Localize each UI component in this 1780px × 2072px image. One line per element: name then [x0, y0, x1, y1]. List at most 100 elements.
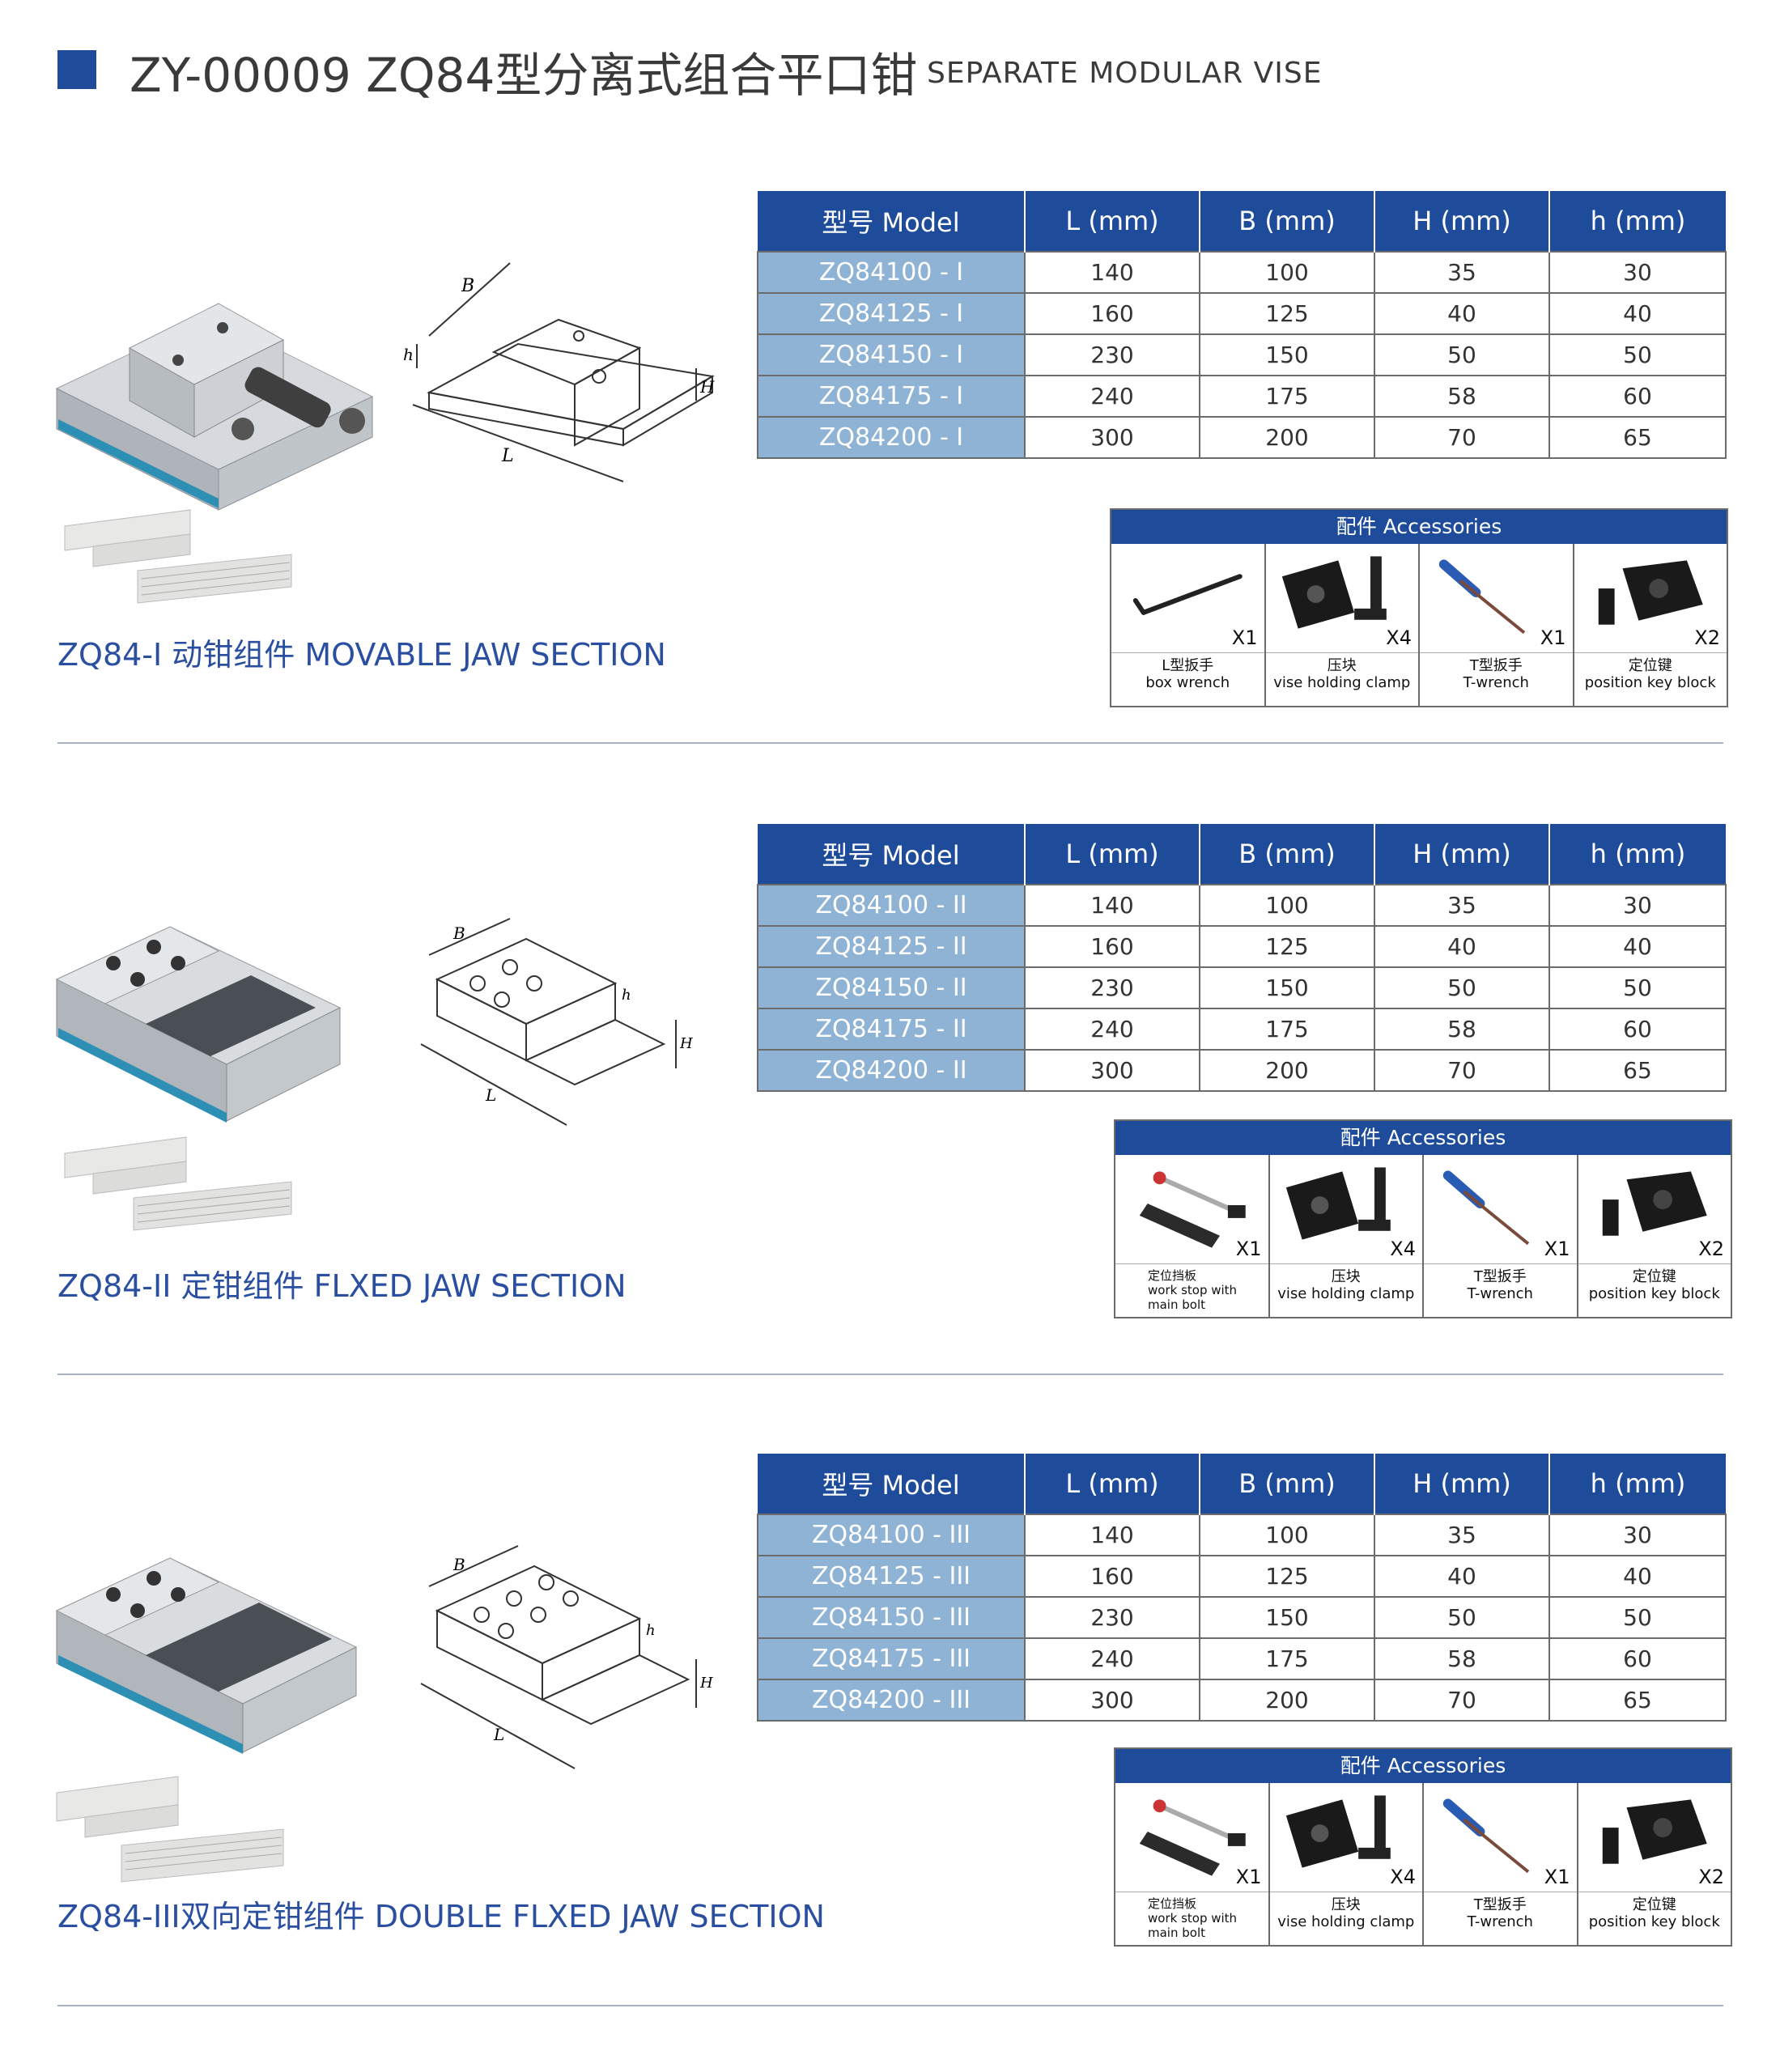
model-cell: ZQ84125 - II: [757, 925, 1026, 968]
spec-table-movable-jaw: 型号 Model L (mm) B (mm) H (mm) h (mm) ZQ8…: [757, 191, 1727, 459]
value-cell: 60: [1548, 1008, 1727, 1051]
table-row: ZQ84200 - I 300 200 70 65: [757, 416, 1727, 459]
table-row: ZQ84150 - II 230 150 50 50: [757, 966, 1727, 1009]
value-cell: 50: [1548, 333, 1727, 376]
value-cell: 140: [1024, 884, 1200, 927]
dim-label-h-upper: H: [699, 377, 715, 397]
value-cell: 50: [1548, 966, 1727, 1009]
model-cell: ZQ84100 - II: [757, 884, 1026, 927]
accessory-qty: X4: [1386, 626, 1412, 649]
clamp-block-icon: [1281, 556, 1387, 629]
value-cell: 125: [1199, 292, 1375, 335]
value-cell: 40: [1374, 925, 1550, 968]
table-row: ZQ84150 - III 230 150 50 50: [757, 1596, 1727, 1639]
value-cell: 150: [1199, 966, 1375, 1009]
value-cell: 300: [1024, 1679, 1200, 1722]
table-row: ZQ84175 - II 240 175 58 60: [757, 1008, 1727, 1051]
table-row: ZQ84125 - III 160 125 40 40: [757, 1555, 1727, 1598]
accessory-qty: X2: [1698, 1866, 1724, 1888]
value-cell: 40: [1374, 292, 1550, 335]
vise-photo-movable-jaw: [55, 303, 374, 604]
table-header-row: 型号 Model L (mm) B (mm) H (mm) h (mm): [758, 824, 1726, 885]
value-cell: 230: [1024, 966, 1200, 1009]
value-cell: 65: [1548, 1049, 1727, 1092]
table-row: ZQ84100 - II 140 100 35 30: [757, 884, 1727, 927]
value-cell: 100: [1199, 884, 1375, 927]
model-cell: ZQ84125 - I: [757, 292, 1026, 335]
table-row: ZQ84100 - III 140 100 35 30: [757, 1514, 1727, 1556]
value-cell: 58: [1374, 1008, 1550, 1051]
col-header-model: 型号 Model: [758, 824, 1025, 885]
value-cell: 175: [1199, 1637, 1375, 1680]
accessory-qty: X4: [1390, 1238, 1416, 1260]
key-block-icon: [1602, 1171, 1707, 1236]
table-row: ZQ84125 - II 160 125 40 40: [757, 925, 1727, 968]
model-cell: ZQ84100 - III: [757, 1514, 1026, 1556]
l-wrench-icon: [1132, 574, 1243, 615]
col-header-model: 型号 Model: [758, 1454, 1025, 1514]
model-cell: ZQ84175 - III: [757, 1637, 1026, 1680]
table-row: ZQ84150 - I 230 150 50 50: [757, 333, 1727, 376]
section-divider: [57, 1374, 1723, 1375]
model-cell: ZQ84150 - I: [757, 333, 1026, 376]
value-cell: 300: [1024, 1049, 1200, 1092]
section-divider: [57, 742, 1723, 744]
t-wrench-icon: [1442, 1170, 1530, 1246]
value-cell: 35: [1374, 1514, 1550, 1556]
accessory-qty: X1: [1544, 1866, 1570, 1888]
clamp-block-icon: [1285, 1167, 1391, 1240]
value-cell: 140: [1024, 251, 1200, 294]
value-cell: 300: [1024, 416, 1200, 459]
dim-label-l: L: [501, 446, 514, 466]
table-row: ZQ84100 - I 140 100 35 30: [757, 251, 1727, 294]
section-divider: [57, 2005, 1723, 2006]
spec-table-fixed-jaw: 型号 Model L (mm) B (mm) H (mm) h (mm) ZQ8…: [757, 824, 1727, 1092]
accessories-title: 配件 Accessories: [1111, 510, 1727, 544]
section-caption: ZQ84-II 定钳组件 FLXED JAW SECTION: [57, 1268, 627, 1304]
dim-label-l: L: [485, 1085, 496, 1105]
work-stop-icon: [1139, 1799, 1246, 1876]
col-header-l: L (mm): [1024, 1454, 1200, 1514]
page-subtitle: SEPARATE MODULAR VISE: [927, 57, 1323, 90]
value-cell: 40: [1548, 925, 1727, 968]
value-cell: 70: [1374, 416, 1550, 459]
table-row: ZQ84175 - III 240 175 58 60: [757, 1637, 1727, 1680]
col-header-b: B (mm): [1199, 824, 1374, 885]
value-cell: 100: [1199, 1514, 1375, 1556]
col-header-l: L (mm): [1024, 824, 1200, 885]
vise-photo-fixed-jaw: [55, 926, 342, 1231]
accessories-title: 配件 Accessories: [1115, 1121, 1731, 1155]
value-cell: 35: [1374, 884, 1550, 927]
table-header-row: 型号 Model L (mm) B (mm) H (mm) h (mm): [758, 191, 1726, 252]
accessory-qty: X4: [1390, 1866, 1416, 1888]
model-cell: ZQ84125 - III: [757, 1555, 1026, 1598]
value-cell: 65: [1548, 416, 1727, 459]
value-cell: 58: [1374, 1637, 1550, 1680]
value-cell: 40: [1548, 1555, 1727, 1598]
dim-label-h-upper: H: [679, 1035, 693, 1052]
value-cell: 50: [1548, 1596, 1727, 1639]
value-cell: 35: [1374, 251, 1550, 294]
table-row: ZQ84200 - II 300 200 70 65: [757, 1049, 1727, 1092]
value-cell: 240: [1024, 1008, 1200, 1051]
